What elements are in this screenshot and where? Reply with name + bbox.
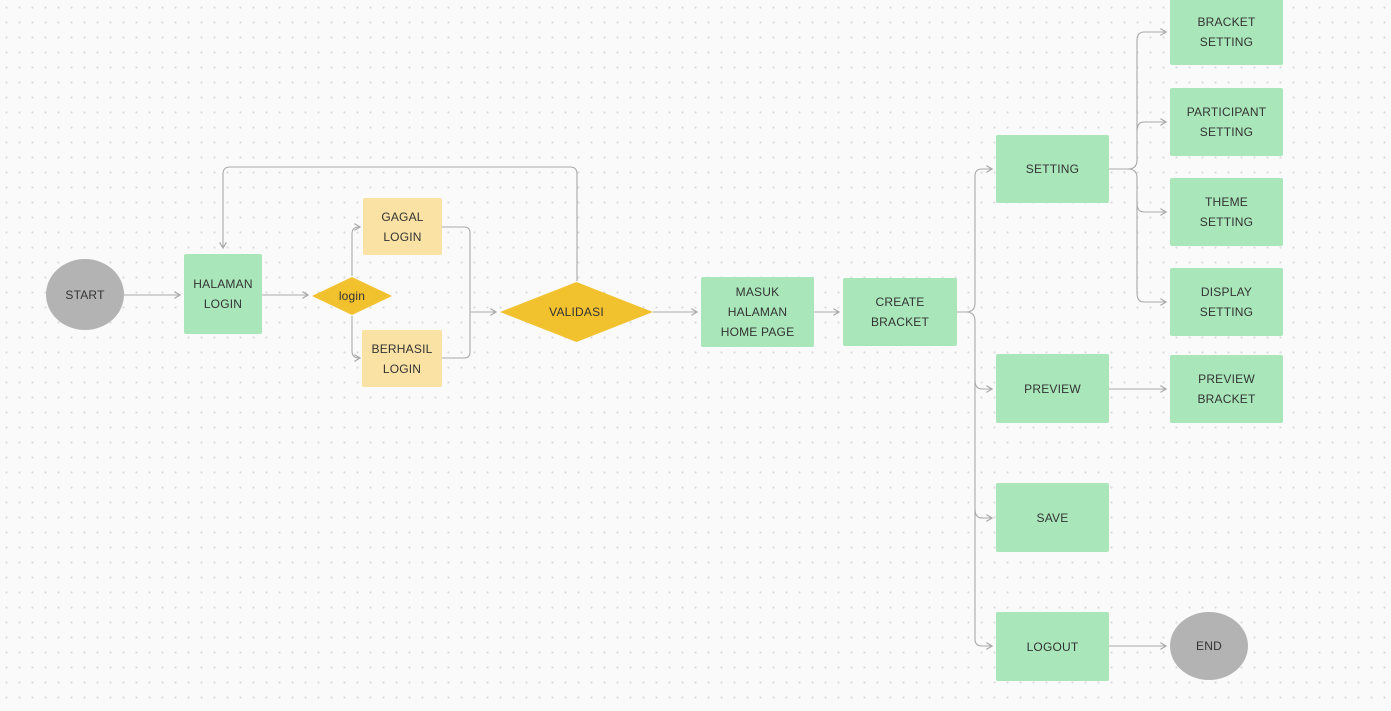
node-label-setting: SETTING xyxy=(1025,162,1080,176)
node-create-bracket[interactable]: CREATE BRACKET xyxy=(843,278,957,346)
node-label-bracket-setting: BRACKET SETTING xyxy=(1197,14,1256,49)
node-masuk-home[interactable]: MASUK HALAMAN HOME PAGE xyxy=(701,277,814,347)
edge-setting-to-bracket-setting[interactable] xyxy=(1109,28,1168,170)
node-halaman-login[interactable]: HALAMAN LOGIN xyxy=(184,254,262,334)
node-preview-bracket[interactable]: PREVIEW BRACKET xyxy=(1170,355,1283,423)
node-setting[interactable]: SETTING xyxy=(996,135,1109,203)
node-label-display-setting: DISPLAY SETTING xyxy=(1199,285,1254,319)
node-label-theme-setting: THEME SETTING xyxy=(1199,195,1254,229)
node-save[interactable]: SAVE xyxy=(996,483,1109,552)
node-label-logout: LOGOUT xyxy=(1026,639,1079,654)
node-label-validasi: VALIDASI xyxy=(549,305,604,319)
node-participant-setting[interactable]: PARTICIPANT SETTING xyxy=(1170,88,1283,156)
edge-gagal-login-to-merge-point[interactable] xyxy=(442,226,471,312)
node-logout[interactable]: LOGOUT xyxy=(996,612,1109,681)
node-preview[interactable]: PREVIEW xyxy=(996,354,1109,423)
edge-validasi-to-halaman-login[interactable] xyxy=(219,166,578,281)
node-label-gagal-login: GAGAL LOGIN xyxy=(381,209,424,244)
edge-berhasil-login-to-merge-point[interactable] xyxy=(442,312,471,359)
node-display-setting[interactable]: DISPLAY SETTING xyxy=(1170,268,1283,336)
node-label-masuk-home: MASUK HALAMAN HOME PAGE xyxy=(720,285,795,339)
node-berhasil-login[interactable]: BERHASIL LOGIN xyxy=(362,330,442,387)
edge-create-bracket-to-logout[interactable] xyxy=(957,311,994,650)
node-label-preview-bracket: PREVIEW BRACKET xyxy=(1197,372,1256,406)
edge-create-bracket-to-preview[interactable] xyxy=(974,379,994,393)
node-label-participant-setting: PARTICIPANT SETTING xyxy=(1186,105,1267,139)
edge-setting-to-participant-setting[interactable] xyxy=(1136,118,1168,132)
node-start[interactable]: START xyxy=(46,259,124,330)
node-bracket-setting[interactable]: BRACKET SETTING xyxy=(1170,0,1283,65)
node-label-end: END xyxy=(1196,639,1222,653)
node-label-preview: PREVIEW xyxy=(1024,381,1081,396)
edge-create-bracket-to-save[interactable] xyxy=(974,508,994,522)
node-label-berhasil-login: BERHASIL LOGIN xyxy=(371,341,433,376)
node-label-save: SAVE xyxy=(1036,510,1069,525)
edge-setting-to-theme-setting[interactable] xyxy=(1136,202,1168,216)
edge-login-to-berhasil-login[interactable] xyxy=(351,316,362,362)
node-end[interactable]: END xyxy=(1170,612,1248,680)
edge-setting-to-display-setting[interactable] xyxy=(1109,168,1168,306)
node-label-login: login xyxy=(338,289,366,303)
edge-login-to-gagal-login[interactable] xyxy=(351,223,362,276)
node-label-start: START xyxy=(65,287,105,302)
node-gagal-login[interactable]: GAGAL LOGIN xyxy=(363,198,442,255)
node-label-create-bracket: CREATE BRACKET xyxy=(870,295,930,329)
node-label-halaman-login: HALAMAN LOGIN xyxy=(193,277,253,311)
node-theme-setting[interactable]: THEME SETTING xyxy=(1170,178,1283,246)
edge-create-bracket-to-setting[interactable] xyxy=(957,165,994,313)
